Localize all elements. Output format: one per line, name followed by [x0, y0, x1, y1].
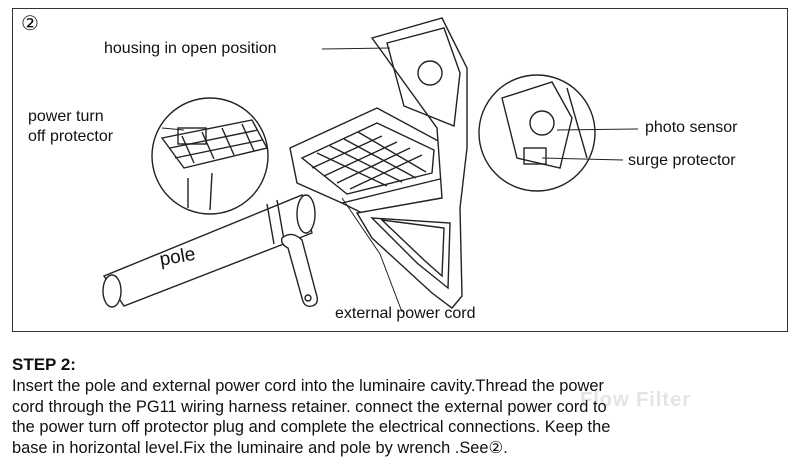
photo-sensor-label: photo sensor: [645, 119, 738, 136]
luminaire-installation-diagram: [102, 17, 639, 313]
instruction-line: base in horizontal level.Fix the luminai…: [12, 438, 508, 457]
pole-drawing: [102, 194, 316, 308]
instruction-line: the power turn off protector plug and co…: [12, 418, 611, 436]
wrench-drawing: [280, 233, 319, 308]
leader-lines: [161, 47, 639, 313]
external-cord-label: external power cord: [335, 305, 476, 322]
step-instructions: Insert the pole and external power cord …: [12, 376, 788, 458]
instruction-line: cord through the PG11 wiring harness ret…: [12, 397, 607, 416]
surge-protector-label: surge protector: [628, 152, 736, 169]
instruction-line: Insert the pole and external power cord …: [12, 377, 604, 395]
luminaire-base-drawing: [289, 107, 445, 214]
power-protector-label-line2: off protector: [28, 128, 114, 145]
step-title: STEP 2:: [12, 355, 76, 374]
watermark-logo: Flow Filter: [580, 389, 691, 411]
step-number-badge: ②: [21, 13, 39, 35]
housing-label: housing in open position: [104, 40, 277, 57]
luminaire-housing-drawing: [355, 17, 468, 309]
left-detail-inset: [151, 97, 269, 215]
right-detail-inset: [478, 74, 596, 192]
figure-frame: [12, 8, 788, 332]
power-protector-label-line1: power turn: [28, 108, 104, 125]
